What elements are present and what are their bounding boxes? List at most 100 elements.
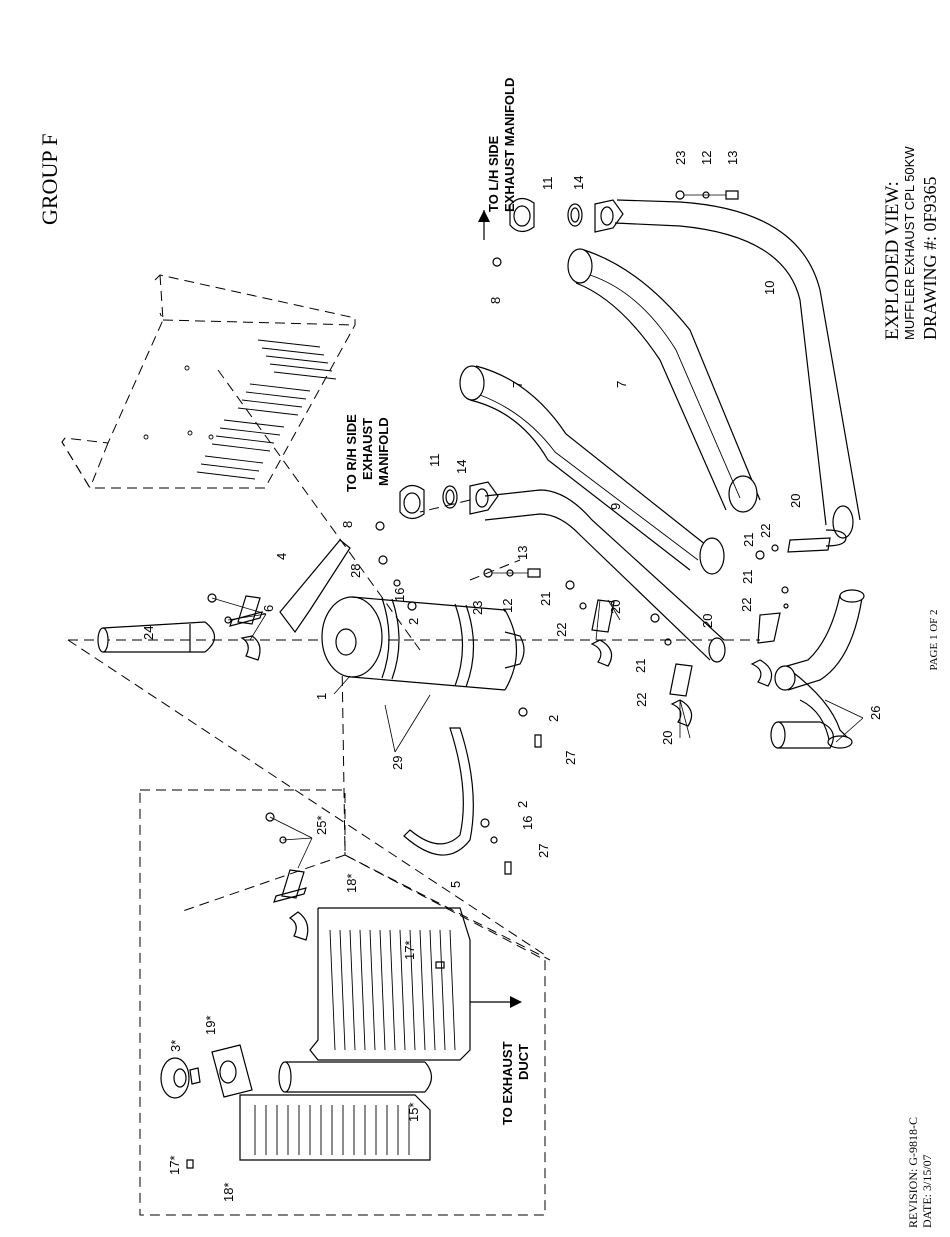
callout-1: 1	[314, 693, 329, 700]
callout-25: 25*	[314, 815, 329, 835]
callout-21c: 21	[740, 570, 755, 584]
callout-22b: 22	[634, 693, 649, 707]
callout-23b: 23	[673, 151, 688, 165]
callout-13a: 13	[515, 546, 530, 560]
callout-12a: 12	[500, 599, 515, 613]
exhaust-duct-note: TO EXHAUST DUCT	[500, 1041, 531, 1125]
strap-5	[403, 727, 474, 856]
callout-13b: 13	[725, 151, 740, 165]
title-line-2: MUFFLER EXHAUST CPL 50KW	[902, 146, 917, 340]
callout-11b: 11	[540, 177, 555, 191]
hardware-rh-23-12-13	[483, 568, 541, 578]
title-block: EXPLODED VIEW: MUFFLER EXHAUST CPL 50KW …	[882, 146, 940, 340]
hardware-28-16-2	[378, 555, 417, 611]
callout-22d: 22	[758, 524, 773, 538]
enclosure-panel	[61, 274, 356, 489]
page-number: PAGE 1 OF 2	[928, 609, 940, 670]
bracket-4	[279, 539, 351, 634]
clamp-25	[265, 812, 313, 941]
clamp-20-c	[750, 586, 789, 687]
rain-cap-3	[160, 1057, 201, 1099]
rh-manifold-line-2: EXHAUST	[360, 418, 375, 480]
callout-16a: 16	[392, 588, 407, 602]
callout-4: 4	[274, 553, 289, 560]
clamp-6	[207, 593, 267, 661]
callout-29: 29	[390, 756, 405, 770]
callout-19: 19*	[203, 1015, 218, 1035]
lh-manifold-line-2: EXHAUST MANIFOLD	[502, 78, 517, 212]
flange-set-rh	[375, 481, 499, 531]
callout-27b: 27	[536, 844, 551, 858]
callout-5: 5	[448, 881, 463, 888]
clamp-20-d	[755, 529, 847, 560]
arrow-exhaust-duct	[470, 996, 522, 1008]
group-heading: GROUP F	[37, 134, 62, 226]
callout-16b: 16	[520, 816, 535, 830]
callout-18a: 18*	[344, 873, 359, 893]
callout-21d: 21	[741, 533, 756, 547]
rh-manifold-line-3: MANIFOLD	[376, 417, 391, 486]
callout-28: 28	[348, 564, 363, 578]
duct-line-2: DUCT	[516, 1044, 531, 1080]
title-line-1: EXPLODED VIEW:	[882, 181, 903, 340]
date-label: DATE: 3/15/07	[920, 1154, 934, 1228]
screw-17	[186, 961, 445, 1169]
clamp-20-b	[650, 613, 693, 727]
louver-panel-18-upper	[309, 907, 471, 1061]
enclosure-louvers	[196, 339, 337, 480]
duct-line-1: TO EXHAUST	[500, 1041, 515, 1125]
callout-8b: 8	[488, 297, 503, 304]
callout-15: 15*	[406, 1102, 421, 1122]
callout-7a: 7	[510, 381, 525, 388]
silencer-15	[278, 1061, 433, 1093]
callout-14b: 14	[571, 176, 586, 190]
revision-label: REVISION: G-9818-C	[906, 1117, 920, 1228]
leader-lines	[333, 599, 864, 753]
callout-20d: 20	[788, 494, 803, 508]
rh-manifold-note: TO R/H SIDE EXHAUST MANIFOLD	[344, 414, 391, 492]
callout-2b: 2	[546, 715, 561, 722]
callout-18b: 18*	[221, 1182, 236, 1202]
callout-14a: 14	[454, 460, 469, 474]
tailpipe-24	[97, 621, 216, 653]
callout-20c: 20	[700, 614, 715, 628]
shield-7b	[567, 248, 761, 513]
callout-23a: 23	[470, 601, 485, 615]
elbows-26	[770, 589, 865, 749]
callout-26: 26	[868, 706, 883, 720]
hardware-lower	[480, 707, 542, 875]
callout-17a: 17*	[402, 940, 417, 960]
callout-3: 3*	[168, 1040, 183, 1052]
pipe-9	[484, 489, 726, 663]
callout-27a: 27	[563, 751, 578, 765]
callout-7b: 7	[614, 381, 629, 388]
lh-manifold-line-1: TO L/H SIDE	[486, 135, 501, 212]
arrow-lh-manifold	[478, 210, 490, 240]
callout-2a: 2	[406, 618, 421, 625]
rh-manifold-line-1: TO R/H SIDE	[344, 414, 359, 492]
callouts: 1 2 2 2 3* 4 5 6 7 7 8 8 9 10 11 11 12 1…	[141, 151, 883, 1202]
callout-20b: 20	[660, 731, 675, 745]
callout-6: 6	[261, 605, 276, 612]
callout-10: 10	[762, 281, 777, 295]
callout-22a: 22	[554, 623, 569, 637]
callout-8a: 8	[340, 521, 355, 528]
assembly-lines	[67, 369, 760, 961]
callout-9: 9	[608, 503, 623, 510]
louver-panel-18-lower	[239, 1094, 431, 1161]
callout-22c: 22	[739, 598, 754, 612]
hardware-lh-23-12-13	[675, 190, 739, 200]
flange-19	[211, 1044, 253, 1098]
detail-box	[139, 789, 546, 1216]
callout-11a: 11	[427, 454, 442, 468]
shield-7a	[459, 365, 725, 575]
callout-20a: 20	[608, 600, 623, 614]
callout-21a: 21	[538, 592, 553, 606]
clamp-20-a	[565, 580, 615, 667]
flange-set-lh	[492, 197, 624, 267]
callout-17b: 17*	[167, 1155, 182, 1175]
callout-2c: 2	[515, 801, 530, 808]
muffler-1	[321, 596, 525, 691]
callout-21b: 21	[633, 659, 648, 673]
